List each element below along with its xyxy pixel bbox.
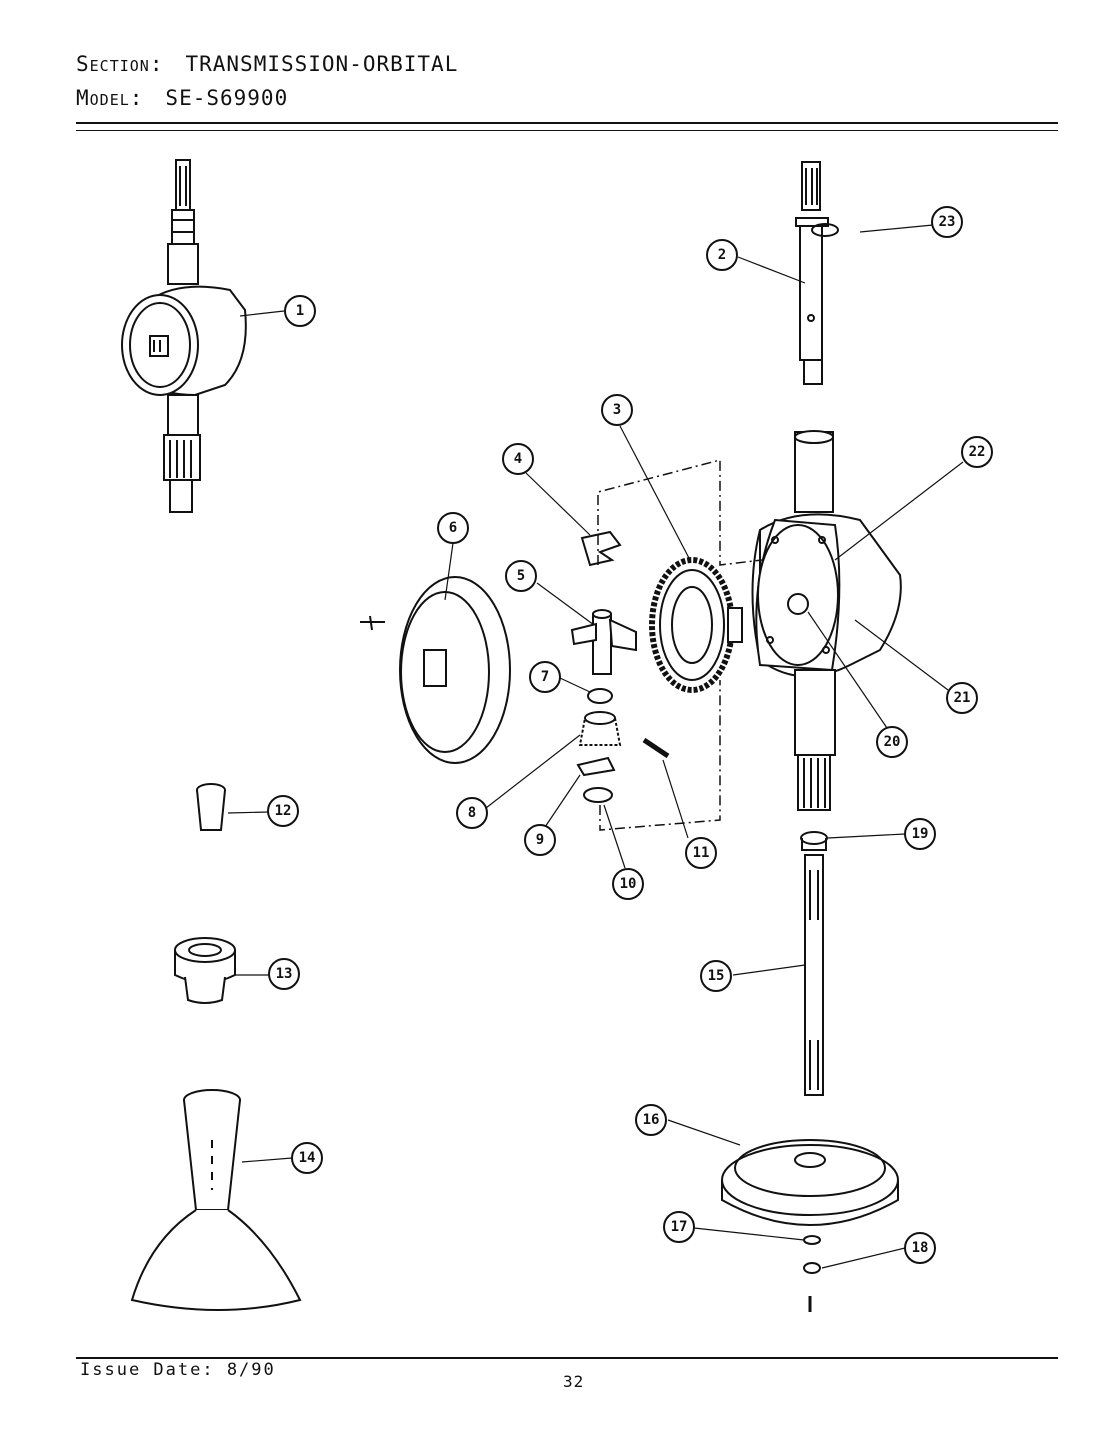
part-19-seal	[800, 831, 828, 851]
svg-text:12: 12	[275, 803, 292, 819]
callout-21: 21	[946, 682, 978, 714]
svg-text:10: 10	[620, 876, 637, 892]
callout-5: 5	[505, 560, 537, 592]
callout-22: 22	[961, 436, 993, 468]
model-header: Model: SE-S69900	[76, 86, 288, 110]
part-7-washer	[587, 688, 613, 704]
leader-lines	[227, 224, 964, 1269]
callout-23: 23	[931, 206, 963, 238]
svg-text:18: 18	[912, 1240, 929, 1256]
callout-3: 3	[601, 394, 633, 426]
svg-text:22: 22	[969, 444, 986, 460]
svg-text:14: 14	[299, 1150, 316, 1166]
callout-13: 13	[268, 958, 300, 990]
callout-16: 16	[635, 1104, 667, 1136]
part-4-clip	[580, 530, 622, 567]
section-value: TRANSMISSION-ORBITAL	[185, 52, 459, 76]
svg-text:20: 20	[884, 734, 901, 750]
model-value: SE-S69900	[165, 86, 289, 110]
callout-8: 8	[456, 797, 488, 829]
callouts: 1 2 3 4 5 6 7 8 9 10 11 12 13 14 15 16 1…	[267, 206, 993, 1264]
part-18-nut	[803, 1262, 821, 1274]
issue-date: Issue Date: 8/90	[80, 1360, 276, 1380]
callout-14: 14	[291, 1142, 323, 1174]
alignment-lines	[597, 459, 763, 831]
svg-text:23: 23	[939, 214, 956, 230]
svg-text:6: 6	[449, 520, 457, 536]
callout-6: 6	[437, 512, 469, 544]
callout-15: 15	[700, 960, 732, 992]
page-number: 32	[563, 1372, 585, 1391]
svg-text:19: 19	[912, 826, 929, 842]
callout-2: 2	[706, 239, 738, 271]
header-rule	[76, 122, 1058, 124]
part-14-mounting-base	[130, 1089, 302, 1311]
part-6-cover	[360, 576, 511, 764]
part-23-ring	[811, 223, 839, 237]
svg-text:15: 15	[708, 968, 725, 984]
svg-text:5: 5	[517, 568, 525, 584]
part-11-pin	[642, 737, 670, 759]
svg-text:17: 17	[671, 1219, 688, 1235]
svg-text:13: 13	[276, 966, 293, 982]
part-21-gear-housing	[751, 430, 902, 811]
part-17-washer	[803, 1235, 821, 1245]
callout-12: 12	[267, 795, 299, 827]
svg-text:9: 9	[536, 832, 544, 848]
callout-9: 9	[524, 824, 556, 856]
svg-text:16: 16	[643, 1112, 660, 1128]
svg-text:21: 21	[954, 690, 971, 706]
part-1-transmission-assembly	[121, 159, 247, 513]
part-10-washer	[583, 787, 613, 803]
callout-1: 1	[284, 295, 316, 327]
part-16-pulley	[721, 1139, 899, 1226]
callout-10: 10	[612, 868, 644, 900]
part-15-drive-shaft	[804, 854, 824, 1096]
part-9-plate	[576, 756, 616, 777]
part-8-pinion-gear	[578, 711, 622, 746]
svg-text:3: 3	[613, 402, 621, 418]
part-12-bushing	[196, 783, 226, 831]
header-rule-thin	[76, 130, 1058, 131]
svg-text:1: 1	[296, 303, 304, 319]
callout-18: 18	[904, 1232, 936, 1264]
section-header: Section: TRANSMISSION-ORBITAL	[76, 52, 458, 76]
part-2-shaft	[795, 161, 829, 385]
callout-17: 17	[663, 1211, 695, 1243]
model-label: Model:	[76, 86, 144, 110]
svg-text:11: 11	[693, 845, 710, 861]
svg-text:2: 2	[718, 247, 726, 263]
callout-20: 20	[876, 726, 908, 758]
svg-text:7: 7	[541, 669, 549, 685]
part-5-crank	[570, 609, 637, 675]
section-label: Section:	[76, 52, 164, 76]
svg-text:8: 8	[468, 805, 476, 821]
callout-11: 11	[685, 837, 717, 869]
callout-19: 19	[904, 818, 936, 850]
part-3-ring-gear	[649, 557, 743, 693]
callout-4: 4	[502, 443, 534, 475]
part-13-bearing	[174, 937, 236, 1004]
callout-7: 7	[529, 661, 561, 693]
svg-text:4: 4	[514, 451, 522, 467]
footer-rule	[76, 1357, 1058, 1359]
